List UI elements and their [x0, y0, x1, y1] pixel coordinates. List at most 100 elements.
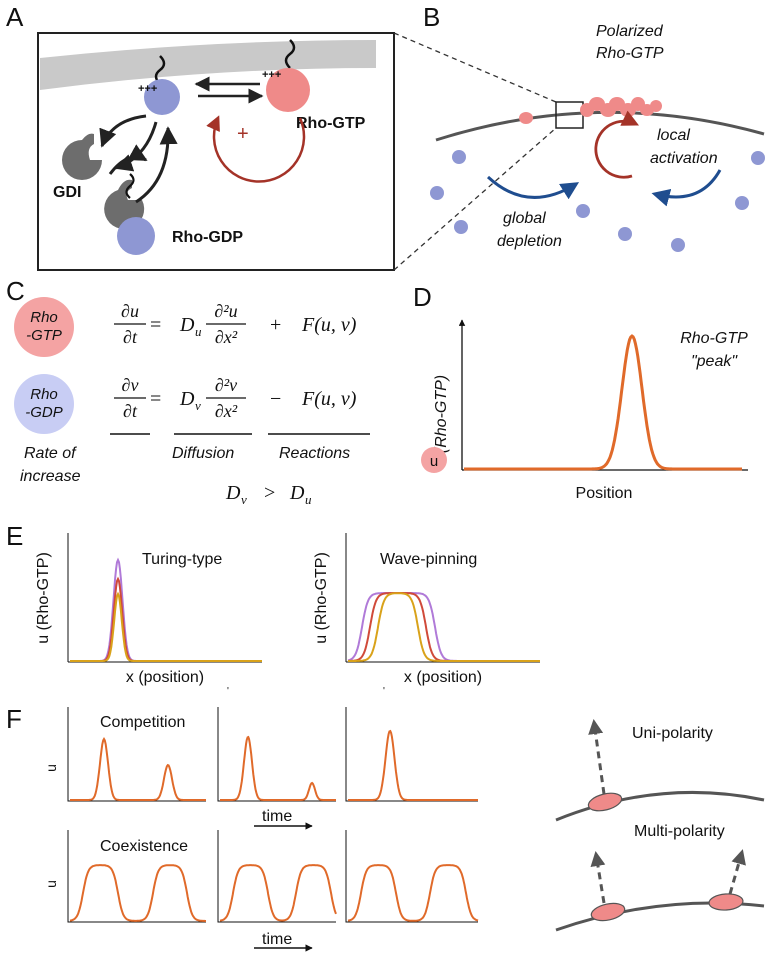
- coexistence-curve-2: [219, 864, 337, 922]
- turing-curve-red: [70, 576, 262, 662]
- uni-patch: [587, 792, 623, 812]
- eq1-lhs-num: ∂u: [121, 301, 139, 321]
- f-axis-r1-c0: [67, 830, 206, 923]
- panel-letter-a: A: [6, 2, 24, 32]
- gtp-badge-line1: Rho: [30, 309, 58, 326]
- panel-letter-b: B: [423, 2, 440, 32]
- rho-gtp-cluster: [519, 97, 662, 124]
- rho-gtp-peak-curve: [464, 334, 742, 471]
- competition-curve-2: [220, 735, 336, 801]
- cycle-arrow-4: [135, 126, 178, 204]
- global-line1: global: [503, 210, 546, 227]
- f-axis-r1-c1: [217, 830, 336, 923]
- zoom-line-top: [393, 32, 557, 103]
- gtp-badge-line2: -GTP: [26, 327, 62, 344]
- eq1-rhs-den: ∂x²: [215, 327, 238, 347]
- lipid-tail-right: [284, 39, 296, 69]
- rho-gtp-badge: [14, 297, 74, 357]
- d-u-badge: [421, 447, 447, 473]
- rate-line2: increase: [20, 468, 81, 485]
- gdi-label: GDI: [53, 184, 81, 201]
- panel-a-frame: [37, 32, 395, 271]
- multi-patch-left: [590, 902, 626, 922]
- uni-membrane: [555, 790, 765, 822]
- d-u-marker: u: [430, 453, 438, 470]
- polarized-line2: Rho-GTP: [596, 45, 664, 62]
- f-axis-r0-c1: [217, 707, 336, 802]
- eq1-coef: D: [179, 314, 195, 336]
- eq1-op: +: [270, 314, 281, 336]
- diffusion-inequality: D v > D u: [225, 482, 312, 507]
- wave-curve-gold: [348, 592, 540, 662]
- global-depletion-arrow-right: [651, 169, 722, 207]
- diffusion-label: Diffusion: [172, 445, 234, 462]
- panel-letter-c: C: [6, 276, 25, 306]
- ineq-left-sub: v: [241, 492, 247, 507]
- e-right-xlabel: x (position): [404, 669, 482, 686]
- eq1-equals: =: [150, 314, 161, 336]
- f-axis-r1-c2: [345, 830, 478, 923]
- rho-gdp-cytosol-dots: [430, 150, 765, 252]
- ineq-left: D: [225, 482, 241, 504]
- e-right-ylabel: u (Rho-GTP): [313, 552, 330, 644]
- eq2-rhs-num: ∂²v: [215, 375, 237, 395]
- global-line2: depletion: [497, 233, 562, 250]
- multi-dashed-arrow-left: [590, 851, 606, 904]
- local-line2: activation: [650, 150, 718, 167]
- f-top-ylabel: u: [43, 764, 59, 772]
- rho-gdp-cytosol-circle: [117, 217, 155, 255]
- feedback-plus: +: [237, 123, 249, 145]
- eq2-coef: D: [179, 388, 195, 410]
- f-axis-r0-c2: [345, 707, 478, 802]
- rho-gtp-label: Rho-GTP: [296, 115, 366, 132]
- rho-gdp-label: Rho-GDP: [172, 229, 243, 246]
- bound-lipid-tail: [125, 173, 135, 199]
- e-right-title: Wave-pinning: [380, 551, 477, 568]
- rho-gdp-badge: [14, 374, 74, 434]
- reactions-label: Reactions: [279, 445, 350, 462]
- time-label-bottom: time: [262, 931, 292, 948]
- equation-u: ∂u ∂t = D u ∂²u ∂x² + F(u, v): [114, 301, 357, 347]
- panel-e: ' Turing-type u (Rho-GTP) x (position) '…: [35, 533, 540, 697]
- e-right-tick: ': [383, 686, 385, 697]
- e-left-ylabel: u (Rho-GTP): [35, 552, 52, 644]
- panel-d: (Rho-GTP) u Position Rho-GTP "peak": [421, 319, 748, 502]
- turing-curve-gold: [70, 591, 262, 662]
- eq1-rhs-num: ∂²u: [214, 301, 237, 321]
- multi-polarity-label: Multi-polarity: [634, 823, 725, 840]
- uni-polarity-label: Uni-polarity: [632, 725, 713, 742]
- cell-membrane: [435, 110, 765, 142]
- coexistence-curve-1: [69, 864, 206, 922]
- eq1-lhs-den: ∂t: [123, 327, 138, 347]
- d-peak-line1: Rho-GTP: [680, 330, 748, 347]
- gdi-bound-shape: [104, 179, 145, 230]
- f-bottom-ylabel: u: [43, 880, 59, 888]
- panel-f: Competition Coexistence u u time time Un…: [43, 707, 765, 952]
- f-curves: [69, 729, 479, 922]
- d-ylabel: (Rho-GTP): [433, 375, 450, 453]
- eq2-op: −: [270, 388, 281, 410]
- coexistence-label: Coexistence: [100, 838, 188, 855]
- rate-line1: Rate of: [24, 445, 77, 462]
- e-left-tick: ': [227, 686, 229, 697]
- panel-a: +++ +++ Rho-GTP + GDI Rho-GDP: [37, 32, 395, 271]
- charge-label-right: +++: [262, 69, 281, 81]
- eq2-lhs-num: ∂v: [122, 375, 139, 395]
- panel-letter-d: D: [413, 282, 432, 312]
- equation-v: ∂v ∂t = D v ∂²v ∂x² − F(u, v): [114, 375, 357, 421]
- polarized-line1: Polarized: [596, 23, 664, 40]
- ineq-op: >: [264, 482, 275, 504]
- local-activation-arrow: [594, 110, 640, 179]
- panel-letter-f: F: [6, 704, 22, 734]
- eq1-coef-sub: u: [195, 324, 202, 339]
- competition-curve-3: [348, 729, 478, 801]
- eq1-react: F(u, v): [301, 314, 357, 336]
- panel-c: Rho -GTP Rho -GDP ∂u ∂t = D u ∂²u ∂x² + …: [14, 297, 370, 507]
- wave-curve-red: [347, 592, 540, 662]
- multi-patch-right: [708, 893, 744, 911]
- feedback-loop-arrow: [206, 115, 306, 183]
- panel-b: Polarized Rho-GTP local activation globa…: [430, 23, 765, 252]
- uni-dashed-arrow: [588, 719, 606, 795]
- charge-label-left: +++: [138, 83, 157, 95]
- gdi-free-shape: [62, 133, 102, 180]
